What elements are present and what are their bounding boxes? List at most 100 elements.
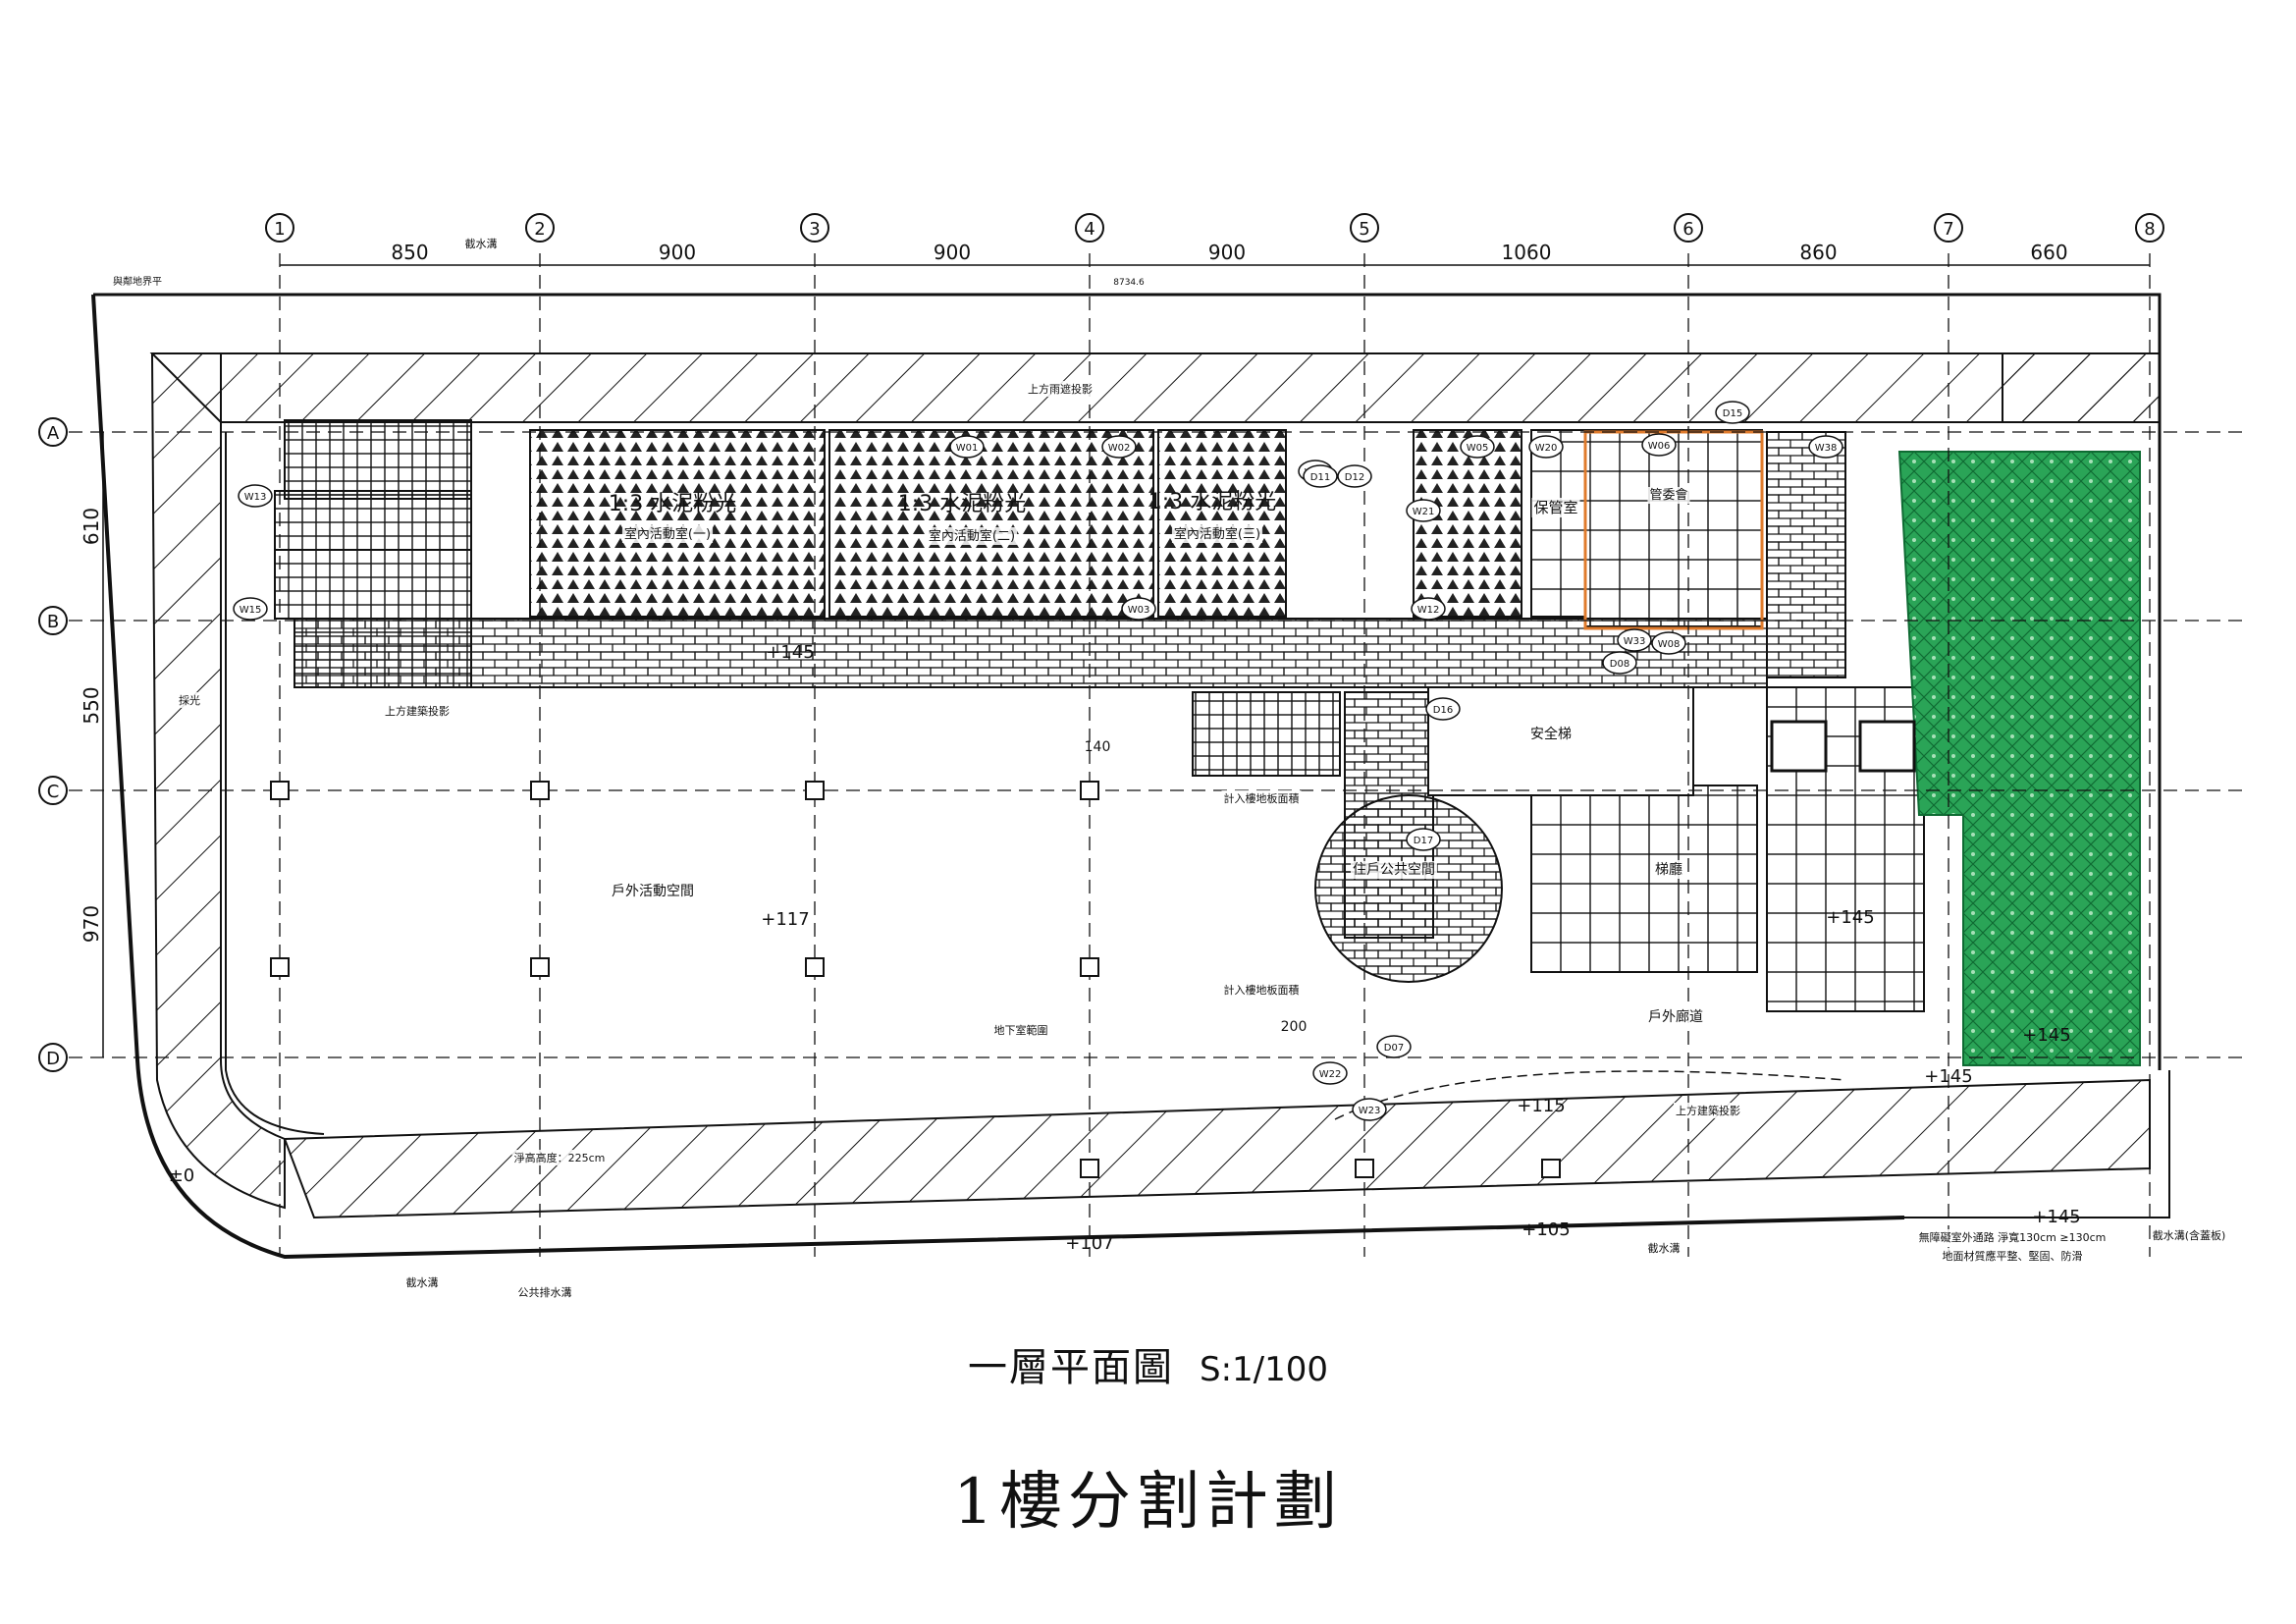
note-boundary: 與鄰地界平 bbox=[113, 275, 162, 288]
zone-corridor bbox=[294, 618, 1768, 688]
label-backdrop bbox=[926, 527, 1018, 545]
tag-bubble bbox=[1528, 435, 1564, 459]
boundary-south-west bbox=[91, 294, 1905, 1260]
tag-label: W22 bbox=[1319, 1069, 1342, 1080]
grid-label-col: 6 bbox=[1682, 219, 1693, 240]
hatch-west bbox=[150, 352, 286, 1210]
level-entrance: +115 bbox=[1517, 1096, 1565, 1116]
column-marker bbox=[1355, 1159, 1374, 1178]
grid-label-col: 2 bbox=[534, 219, 545, 240]
grid-bubble-col bbox=[800, 213, 829, 243]
tag-bubble bbox=[1425, 697, 1461, 721]
label-backdrop bbox=[1351, 861, 1437, 879]
dim-col-span: 660 bbox=[2030, 241, 2067, 264]
tag-bubble bbox=[1651, 631, 1686, 655]
ramp-path bbox=[1334, 1070, 1846, 1120]
label-backdrop bbox=[1645, 1240, 1682, 1256]
zone-management bbox=[1584, 429, 1763, 627]
tag-bubble bbox=[1411, 597, 1446, 621]
zone-guard bbox=[1530, 429, 1586, 618]
grid-bubble-col bbox=[525, 213, 555, 243]
tag-bubble bbox=[1602, 651, 1637, 675]
grid-bubble-row bbox=[38, 776, 68, 805]
note-clear-height: 淨高高度：225cm bbox=[514, 1151, 606, 1164]
label-backdrop bbox=[1646, 1007, 1705, 1026]
grid-bubble-col bbox=[1075, 213, 1104, 243]
finish-label-1: 1:3 水泥粉光 bbox=[609, 492, 736, 516]
level-south-1: +107 bbox=[1065, 1233, 1113, 1254]
label-backdrop bbox=[1221, 790, 1302, 806]
note-public-drain: 公共排水溝 bbox=[518, 1285, 572, 1299]
grid-label-row: C bbox=[47, 782, 60, 802]
courtyard-circle bbox=[1314, 794, 1503, 983]
planting-area bbox=[1897, 451, 2141, 1066]
label-backdrop bbox=[383, 703, 452, 719]
room-safe-stair: 安全梯 bbox=[1530, 726, 1572, 742]
note-drain-corner: 截水溝(含蓋板) bbox=[2153, 1228, 2226, 1242]
label-backdrop bbox=[621, 525, 714, 543]
grid-label-col: 8 bbox=[2144, 219, 2155, 240]
site-boundary bbox=[91, 293, 2170, 1260]
tag-label: W20 bbox=[1535, 443, 1558, 454]
level-south-2: +105 bbox=[1522, 1219, 1570, 1240]
hatch-northeast bbox=[2002, 352, 2161, 423]
dim-row-span: 550 bbox=[80, 686, 103, 724]
sheet-subtitle: 1樓分割計劃 bbox=[953, 1466, 1343, 1539]
tag-bubble bbox=[1406, 499, 1441, 522]
column-marker bbox=[1080, 957, 1099, 977]
tag-label: W33 bbox=[1624, 636, 1646, 647]
tag-label: D15 bbox=[1723, 408, 1742, 419]
dim-col-span: 900 bbox=[934, 241, 971, 264]
grid-bubble-col bbox=[1350, 213, 1379, 243]
column-marker bbox=[805, 781, 825, 800]
dim-200: 200 bbox=[1281, 1019, 1308, 1035]
label-backdrop bbox=[1221, 982, 1302, 998]
column-marker bbox=[1080, 781, 1099, 800]
drawing-scale: S:1/100 bbox=[1199, 1350, 1329, 1389]
tag-bubble bbox=[1617, 628, 1652, 652]
grid-label-col: 5 bbox=[1359, 219, 1369, 240]
elevator-1 bbox=[1770, 720, 1828, 773]
grid-bubble-col bbox=[2135, 213, 2164, 243]
dim-col-span: 850 bbox=[391, 241, 428, 264]
label-backdrop bbox=[1171, 525, 1263, 543]
tag-bubble bbox=[233, 597, 268, 621]
column-marker bbox=[1080, 1159, 1099, 1178]
tag-bubble bbox=[949, 435, 985, 459]
zone-tile-w2 bbox=[274, 549, 472, 620]
level-lobby: +145 bbox=[1826, 907, 1874, 928]
room-activity-1: 室內活動室(一) bbox=[624, 526, 711, 542]
label-backdrop bbox=[462, 236, 500, 251]
boundary-north bbox=[93, 293, 2162, 1070]
room-activity-3: 室內活動室(三) bbox=[1174, 526, 1260, 542]
grid-bubble-col bbox=[1674, 213, 1703, 243]
note-drain-top: 截水溝 bbox=[465, 237, 498, 250]
tag-bubble bbox=[1376, 1035, 1412, 1058]
zone-stair-room bbox=[1192, 691, 1341, 777]
column-marker bbox=[270, 781, 290, 800]
label-backdrop bbox=[515, 1284, 574, 1300]
grid-bubble-row bbox=[38, 417, 68, 447]
zone-activity-2 bbox=[828, 429, 1154, 618]
note-upper-building-bottom: 上方建築投影 bbox=[1676, 1104, 1740, 1117]
tag-label: W13 bbox=[244, 492, 267, 503]
grid-bubble-col bbox=[265, 213, 294, 243]
label-backdrop bbox=[403, 1274, 441, 1290]
tag-bubble bbox=[1715, 401, 1750, 424]
finish-label-2: 1:3 水泥粉光 bbox=[898, 492, 1026, 516]
hatch-south bbox=[283, 1078, 2151, 1219]
label-backdrop bbox=[1647, 487, 1690, 504]
level-outdoor: +117 bbox=[761, 909, 809, 930]
room-management: 管委會 bbox=[1649, 488, 1687, 503]
level-east: +145 bbox=[2022, 1025, 2070, 1046]
level-ramp-end: +145 bbox=[2032, 1207, 2080, 1227]
tag-bubble bbox=[1337, 464, 1372, 488]
room-common: 住戶公共空間 bbox=[1353, 862, 1435, 878]
label-backdrop bbox=[2150, 1227, 2228, 1243]
window-door-tags: W01W02W03W05W06W08W10W12W13W15W20W21W22W… bbox=[233, 401, 1843, 1121]
tag-label: D12 bbox=[1345, 472, 1364, 483]
grid-label-col: 1 bbox=[274, 219, 285, 240]
column-marker bbox=[530, 781, 550, 800]
note-basement: 地下室範圍 bbox=[994, 1023, 1048, 1037]
